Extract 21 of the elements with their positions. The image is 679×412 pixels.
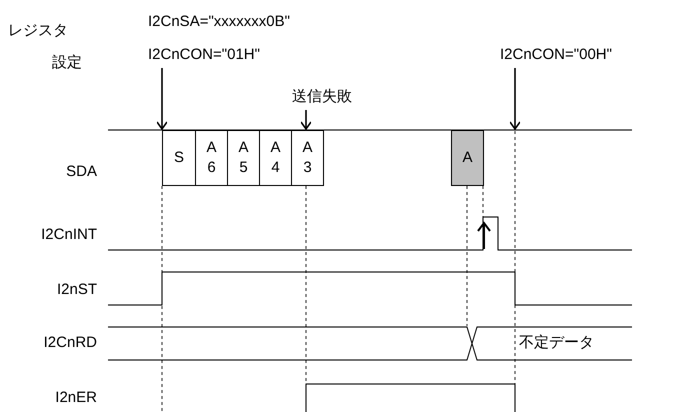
- bit-box: A6: [195, 130, 228, 186]
- bit-box: S: [162, 130, 196, 186]
- arrow: [509, 68, 521, 130]
- data-state-label: 不定データ: [519, 333, 595, 353]
- ack-bit-box: A: [451, 130, 484, 186]
- bit-box: A3: [291, 130, 324, 186]
- axis-label: 設定: [51, 53, 82, 73]
- register-setting: I2CnCON="01H": [148, 44, 260, 66]
- signal-name: I2CnINT: [40, 225, 97, 245]
- signal-name: SDA: [65, 162, 97, 182]
- register-setting: I2CnSA="xxxxxxx0B": [148, 12, 291, 32]
- signal-name: I2CnRD: [42, 333, 97, 353]
- bit-box: A4: [259, 130, 292, 186]
- arrow: [156, 68, 168, 130]
- signal-name: I2nST: [56, 280, 97, 300]
- arrow: [300, 110, 312, 130]
- register-setting: I2CnCON="00H": [500, 44, 612, 66]
- register-setting: 送信失敗: [292, 86, 352, 108]
- bit-box: A5: [227, 130, 260, 186]
- axis-label: レジスタ: [8, 21, 69, 41]
- signal-name: I2nER: [54, 388, 97, 408]
